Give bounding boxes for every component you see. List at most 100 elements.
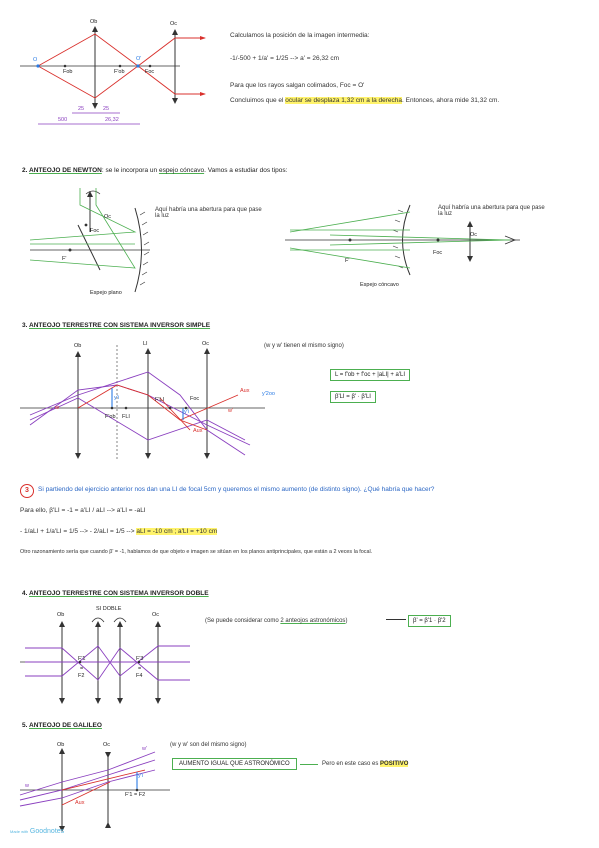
s3-note: (w y w' tienen el mismo signo)	[264, 343, 344, 349]
s3-label-f2li: F'LI	[155, 397, 164, 403]
s5-after-highlight: POSITIVO	[380, 761, 409, 767]
section-3-number: 3.	[22, 322, 28, 329]
top-note-4-highlight: ocular se desplaza 1,32 cm a la derecha	[285, 97, 403, 104]
s5-label-oc: Oc	[103, 742, 111, 748]
s3-eq-magnification: β'LI = β' · β'LI	[330, 391, 376, 403]
newton-left-diagram	[29, 188, 150, 293]
label-ob-top: Ob	[90, 19, 98, 25]
s4-arrow	[386, 619, 406, 620]
s3-eq-length: L = f'ob + f'oc + |aLI| + a'LI	[330, 369, 411, 381]
s4-note-underline: 2 anteojos astronómicos	[280, 618, 346, 624]
section-2-desc-pre: : se le incorpora un	[101, 167, 158, 174]
section-5-number: 5.	[22, 722, 28, 729]
top-note-4: Concluimos que el ocular se desplaza 1,3…	[230, 97, 499, 104]
s5-after: Pero en este caso es POSITIVO	[322, 761, 409, 767]
s3-label-w: w	[55, 405, 59, 411]
s2-left-oc: Oc	[104, 214, 112, 220]
label-fob: Fob	[63, 69, 73, 75]
s3-label-ob: Ob	[74, 343, 82, 349]
s3-label-foc: Foc	[190, 396, 200, 402]
s4-label-eq1: =	[80, 666, 84, 672]
s4-note-pre: (Se puede considerar como	[205, 618, 279, 624]
s2-left-note: Aquí habría una abertura para que pase l…	[155, 207, 262, 219]
section-5-heading: 5. ANTEOJO DE GALILEO	[22, 722, 102, 729]
inversor-simple-diagram	[20, 345, 265, 460]
s3-label-aux: Aux	[240, 388, 250, 394]
s5-note: (w y w' son del mismo signo)	[170, 742, 247, 748]
top-note-3: Para que los rayos salgan colimados, Foc…	[230, 82, 365, 89]
s4-label-f1: F'1	[78, 656, 86, 662]
s4-label-f2: F2	[78, 673, 85, 679]
section-3-heading: 3. ANTEOJO TERRESTRE CON SISTEMA INVERSO…	[22, 322, 210, 329]
s4-label-eq2: =	[138, 666, 142, 672]
s5-label-yi: y'i	[138, 773, 144, 779]
s4-note: (Se puede considerar como 2 anteojos ast…	[205, 618, 347, 624]
s5-label-w: w	[25, 783, 29, 789]
s4-label-f4: F4	[136, 673, 143, 679]
s4-eq: β' = β'1 · β'2	[408, 615, 451, 627]
made-with-text: Made with	[10, 829, 29, 834]
label-foc: Foc	[145, 69, 155, 75]
question-line-2b: aLI = -10 cm ; a'LI = +10 cm	[136, 528, 218, 535]
section-2-title: ANTEOJO DE NEWTON	[29, 167, 102, 174]
section-4-number: 4.	[22, 590, 28, 597]
question-line-3: Otro razonamiento sería que cuando β' = …	[20, 549, 373, 555]
s5-label-ob: Ob	[57, 742, 65, 748]
label-f2ob: F'ob	[114, 69, 125, 75]
s2-right-note: Aquí habría una abertura para que pase l…	[438, 205, 545, 217]
s2-right-mirror: Espejo cóncavo	[360, 282, 399, 288]
dim-25-b: 25	[103, 106, 110, 112]
section-5-title: ANTEOJO DE GALILEO	[29, 722, 102, 729]
s3-label-aux2: Aux	[193, 428, 203, 434]
question-text: Si partiendo del ejercicio anterior nos …	[38, 486, 435, 493]
s3-label-li: LI	[143, 341, 148, 347]
s4-label-oc: Oc	[152, 612, 160, 618]
top-note-1: Calculamos la posición de la imagen inte…	[230, 32, 370, 39]
s3-label-oc: Oc	[202, 341, 210, 347]
s3-label-y2: y'2oo	[262, 391, 275, 397]
section-2-heading: 2. ANTEOJO DE NEWTON: se le incorpora un…	[22, 167, 287, 174]
section-2-desc-post: . Vamos a estudiar dos tipos:	[204, 167, 288, 174]
section-3-title: ANTEOJO TERRESTRE CON SISTEMA INVERSOR S…	[29, 322, 211, 329]
section-2-desc-link: espejo cóncavo	[158, 167, 205, 174]
s4-note-post: )	[345, 618, 348, 624]
s5-after-pre: Pero en este caso es	[322, 761, 379, 767]
top-diagram	[20, 26, 206, 125]
s5-arrow	[300, 764, 318, 765]
s4-label-f3: F'3	[136, 656, 144, 662]
section-2-number: 2.	[22, 167, 28, 174]
s5-label-f: F'1 = F2	[125, 792, 146, 798]
goodnotes-badge: Made with Goodnotes	[10, 828, 64, 835]
s3-label-y1: y'i	[184, 409, 190, 415]
s2-right-f: F'	[345, 258, 350, 264]
s3-label-yi: y'i	[114, 395, 120, 401]
question-line-2: - 1/aLI + 1/a'LI = 1/5 --> - 2/aLI = 1/5…	[20, 528, 218, 535]
label-o: O	[33, 57, 38, 63]
label-oc-top: Oc	[170, 21, 178, 27]
s4-label-ob: Ob	[57, 612, 65, 618]
top-note-4-post: . Entonces, ahora mide 31,32 cm.	[402, 97, 500, 104]
section-4-heading: 4. ANTEOJO TERRESTRE CON SISTEMA INVERSO…	[22, 590, 209, 597]
inversor-doble-diagram	[20, 617, 190, 704]
s2-left-f: F'	[62, 256, 67, 262]
galileo-diagram	[19, 748, 170, 832]
s2-left-foc: Foc	[90, 228, 100, 234]
s3-label-fli: FLI	[122, 414, 130, 420]
s5-box: AUMENTO IGUAL QUE ASTRONÓMICO	[172, 758, 297, 770]
s2-right-foc: Foc	[433, 250, 443, 256]
dim-500: 500	[58, 117, 68, 123]
s5-label-aux: Aux	[75, 800, 85, 806]
section-4-title: ANTEOJO TERRESTRE CON SISTEMA INVERSOR D…	[29, 590, 209, 597]
dim-25-a: 25	[78, 106, 85, 112]
dim-26-32: 26,32	[105, 117, 119, 123]
question-line-1: Para ello, β'LI = -1 = a'LI / aLI --> a'…	[20, 507, 146, 514]
s5-label-w-prime: w'	[142, 746, 148, 752]
s3-label-w-prime: w'	[228, 408, 234, 414]
goodnotes-brand: Goodnotes	[29, 828, 65, 835]
s2-left-mirror: Espejo plano	[90, 290, 122, 296]
question-number-badge: 3	[20, 484, 34, 498]
newton-right-diagram	[285, 204, 520, 276]
s3-label-fob: F'ob	[105, 414, 116, 420]
top-note-2: -1/-500 + 1/a' = 1/25 --> a' = 26,32 cm	[230, 55, 340, 62]
